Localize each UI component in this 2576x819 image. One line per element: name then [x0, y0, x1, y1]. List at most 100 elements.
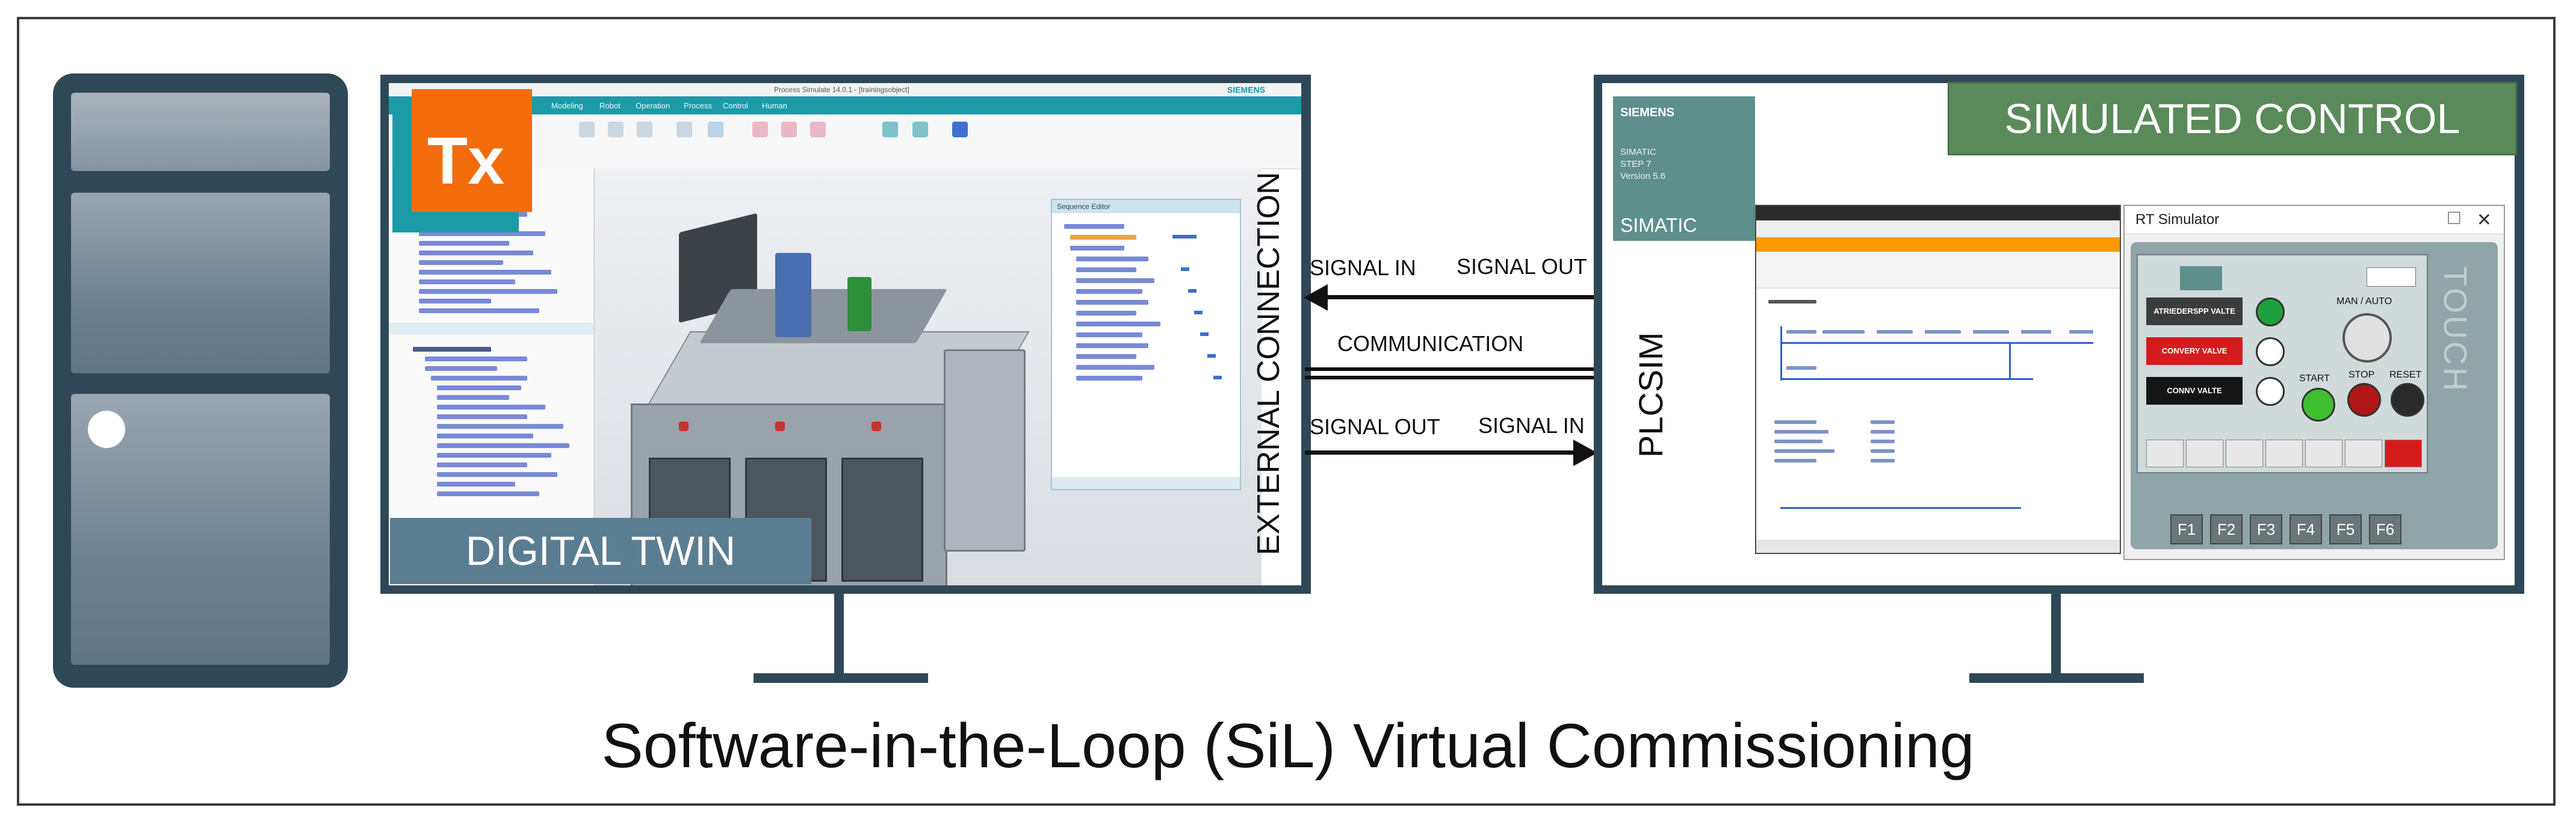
- tree-item[interactable]: [419, 231, 545, 236]
- sequence-item[interactable]: [1076, 278, 1154, 283]
- ladder-contact: [1786, 330, 1816, 334]
- sequence-item[interactable]: [1070, 246, 1124, 251]
- f2-key[interactable]: F2: [2210, 514, 2243, 544]
- new-window-icon[interactable]: [579, 122, 595, 137]
- tree-item[interactable]: [425, 366, 497, 371]
- sequence-item[interactable]: [1070, 235, 1136, 240]
- tree-item[interactable]: [419, 299, 491, 304]
- tree-item[interactable]: [437, 424, 563, 429]
- signal-in-label-bottom: SIGNAL IN: [1478, 413, 1585, 438]
- object-tree-panel: [389, 169, 595, 585]
- ladder-contact: [2021, 330, 2051, 334]
- communication-label: COMMUNICATION: [1337, 331, 1524, 356]
- hmi-button-1[interactable]: ATRIEDERSPP VALTE: [2146, 297, 2243, 325]
- tab-robot[interactable]: Robot: [599, 101, 621, 110]
- f4-key[interactable]: F4: [2290, 514, 2322, 544]
- section-icon[interactable]: [912, 122, 928, 137]
- sequence-item[interactable]: [1076, 300, 1148, 305]
- sequence-item[interactable]: [1064, 224, 1124, 229]
- hmi-button-3[interactable]: CONNV VALTE: [2146, 377, 2243, 405]
- f6-key[interactable]: F6: [2369, 514, 2401, 544]
- visibility-icon[interactable]: [810, 122, 826, 137]
- f1-key[interactable]: F1: [2170, 514, 2203, 544]
- camera-icon[interactable]: [952, 122, 968, 137]
- sequence-item[interactable]: [1076, 257, 1148, 261]
- hmi-soft-key[interactable]: [2305, 440, 2342, 467]
- tree-item[interactable]: [437, 462, 527, 467]
- tab-process[interactable]: Process: [684, 101, 712, 110]
- sequence-item[interactable]: [1076, 289, 1142, 294]
- symbol-row: [1774, 430, 1828, 434]
- hmi-button-2[interactable]: CONVERY VALVE: [2146, 337, 2243, 365]
- signal-out-label-top: SIGNAL OUT: [1457, 254, 1587, 279]
- maximize-icon[interactable]: ☐: [2446, 209, 2462, 228]
- tree-item[interactable]: [437, 434, 533, 438]
- ribbon-tabs: Modeling Robot Operation Process Control…: [389, 96, 1301, 114]
- hmi-soft-key[interactable]: [2345, 440, 2382, 467]
- tree-item[interactable]: [425, 357, 527, 361]
- tree-item[interactable]: [419, 270, 551, 275]
- reset-label: RESET: [2389, 370, 2422, 380]
- tab-human[interactable]: Human: [762, 101, 787, 110]
- tree-item[interactable]: [437, 414, 527, 419]
- close-icon[interactable]: ✕: [2476, 210, 2492, 230]
- tia-interface-table: [1756, 252, 2120, 288]
- gantt-bar: [1172, 235, 1197, 238]
- sequence-item[interactable]: [1076, 311, 1136, 316]
- symbol-value: [1871, 420, 1895, 424]
- external-connection-label: EXTERNAL CONNECTION: [1251, 172, 1286, 555]
- tab-control[interactable]: Control: [723, 101, 748, 110]
- f5-key[interactable]: F5: [2329, 514, 2362, 544]
- tree-tabs: [389, 323, 593, 335]
- tree-item[interactable]: [419, 279, 515, 284]
- tab-modeling[interactable]: Modeling: [551, 101, 583, 110]
- sequence-item[interactable]: [1076, 322, 1160, 326]
- tree-item[interactable]: [419, 308, 539, 313]
- sequence-item[interactable]: [1076, 376, 1142, 381]
- visibility-icon[interactable]: [781, 122, 797, 137]
- hmi-window-title: RT Simulator: [2125, 206, 2504, 234]
- plcsim-label: PLCSIM: [1632, 332, 1670, 458]
- tab-operation[interactable]: Operation: [636, 101, 670, 110]
- arrange-windows-icon[interactable]: [608, 122, 624, 137]
- sequence-item[interactable]: [1076, 267, 1136, 272]
- tree-item[interactable]: [437, 491, 539, 496]
- f3-key[interactable]: F3: [2250, 514, 2282, 544]
- tree-item[interactable]: [419, 260, 503, 265]
- start-button[interactable]: [2302, 388, 2335, 422]
- man-auto-switch-icon[interactable]: [2342, 313, 2392, 363]
- tree-item[interactable]: [431, 376, 527, 381]
- home-icon[interactable]: [2146, 440, 2184, 467]
- alarm-icon[interactable]: [2186, 440, 2223, 467]
- hmi-soft-key[interactable]: [2265, 440, 2303, 467]
- visibility-icon[interactable]: [752, 122, 768, 137]
- switch-windows-icon[interactable]: [637, 122, 652, 137]
- tree-item[interactable]: [419, 241, 509, 246]
- tree-item[interactable]: [419, 289, 557, 294]
- tree-item[interactable]: [437, 385, 521, 390]
- reset-button[interactable]: [2391, 383, 2424, 417]
- sequence-item[interactable]: [1076, 332, 1142, 337]
- section-icon[interactable]: [882, 122, 898, 137]
- hmi-soft-key[interactable]: [2226, 440, 2263, 467]
- sequence-item[interactable]: [1076, 365, 1154, 370]
- sequence-item[interactable]: [1076, 354, 1136, 359]
- lamp-green: [2256, 297, 2285, 326]
- ladder-rail: [2009, 342, 2011, 378]
- tree-item[interactable]: [437, 395, 509, 400]
- tree-item[interactable]: [437, 482, 515, 487]
- perspective-icon[interactable]: [677, 122, 692, 137]
- power-icon[interactable]: [2385, 440, 2422, 467]
- tree-item[interactable]: [437, 453, 551, 458]
- monitor-stand-base: [1969, 673, 2144, 683]
- tree-item[interactable]: [437, 405, 545, 410]
- tree-item[interactable]: [437, 472, 557, 477]
- stop-button[interactable]: [2347, 383, 2381, 417]
- tree-item[interactable]: [419, 251, 533, 255]
- tree-item[interactable]: [437, 443, 569, 448]
- sequence-item[interactable]: [1076, 343, 1148, 348]
- drive-bay: [71, 193, 330, 373]
- zoom-icon[interactable]: [708, 122, 723, 137]
- tree-item[interactable]: [413, 347, 491, 352]
